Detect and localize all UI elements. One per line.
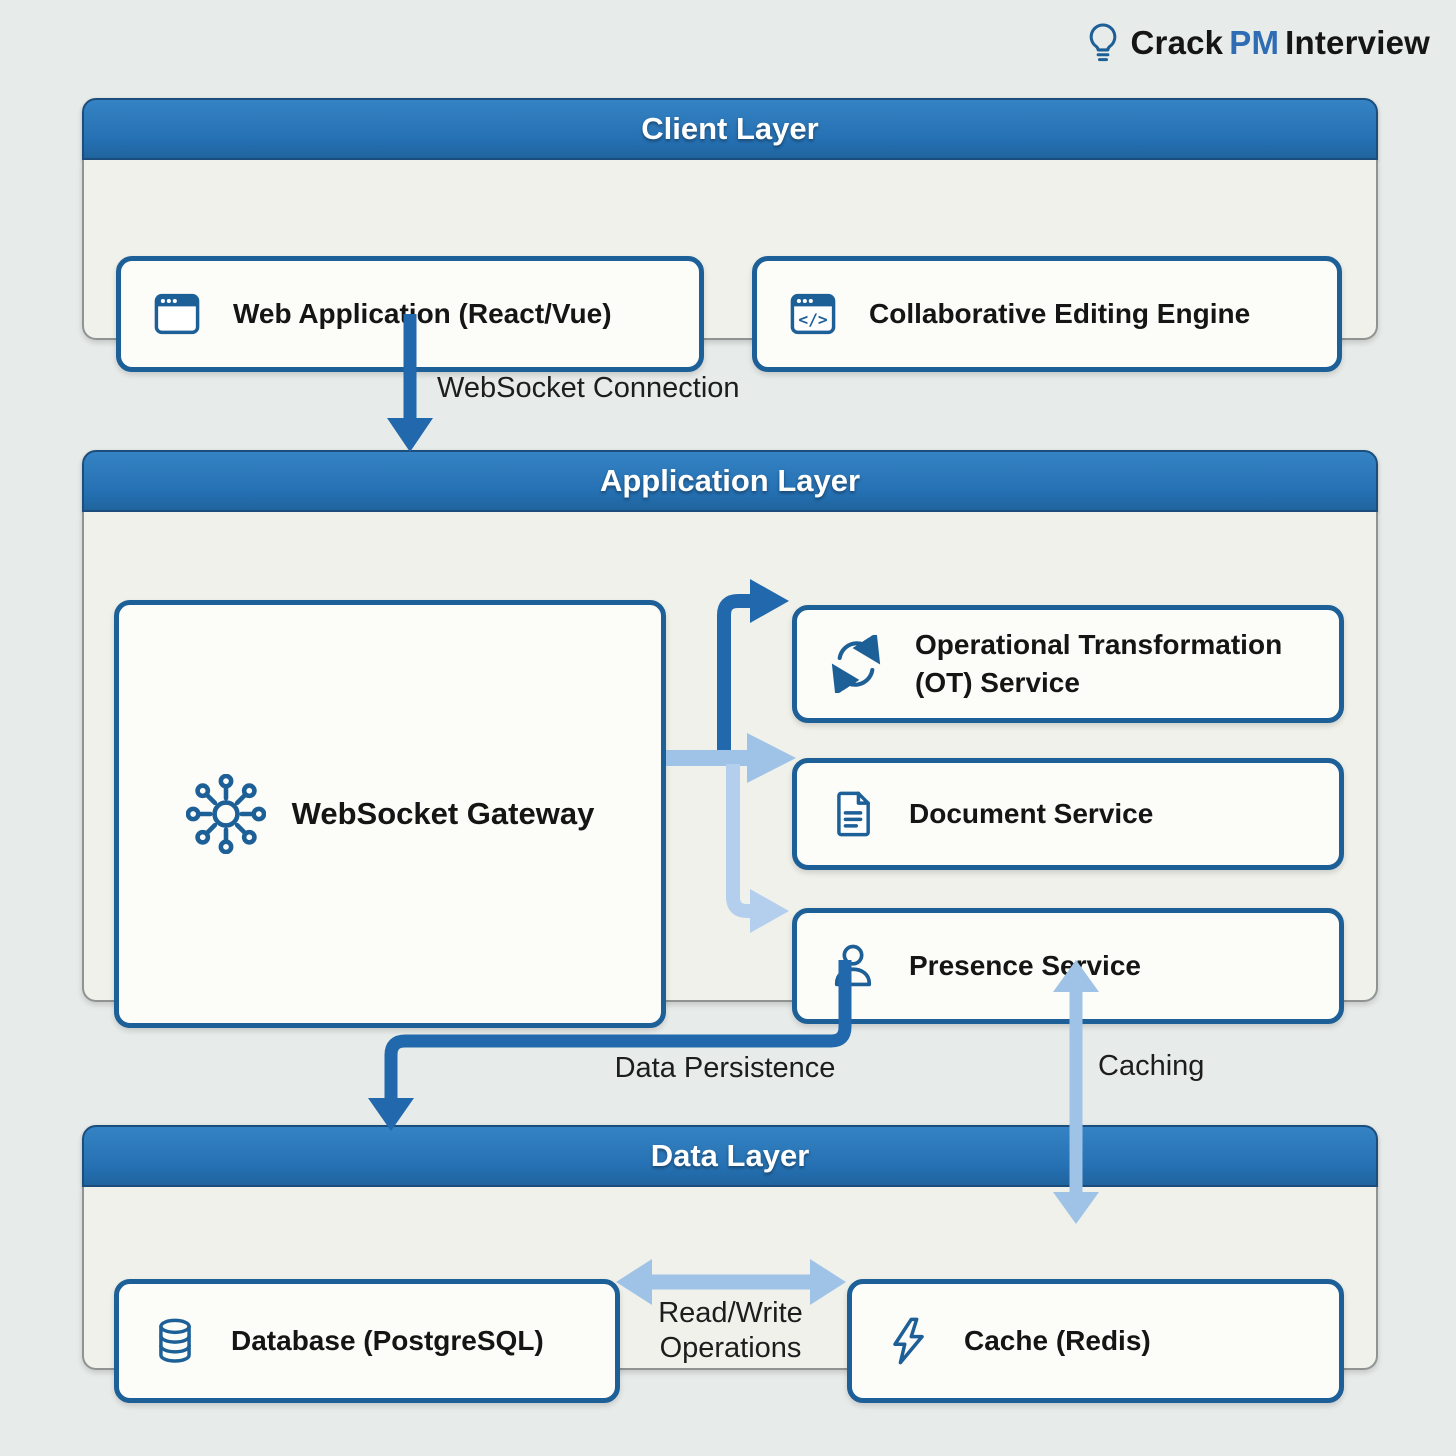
svg-text:</>: </> (798, 310, 828, 329)
browser-window-icon (151, 288, 203, 340)
caching-label: Caching (1098, 1050, 1205, 1082)
data-layer-title: Data Layer (650, 1138, 810, 1173)
websocket-gateway-label: WebSocket Gateway (291, 796, 595, 832)
client-layer-title: Client Layer (641, 111, 819, 146)
document-service-label: Document Service (909, 798, 1154, 830)
brand-text-interview: Interview (1285, 24, 1430, 61)
presence-service-node[interactable]: Presence Service (792, 908, 1344, 1024)
lightning-icon (882, 1315, 934, 1367)
sync-arrows-icon (827, 635, 885, 693)
client-layer-body: Web Application (React/Vue) </> Collabor… (82, 160, 1378, 372)
readwrite-operations-label: Read/Write Operations (658, 1297, 803, 1364)
client-layer-header: Client Layer (82, 98, 1378, 160)
application-layer: Application Layer WebSocket Gateway (82, 450, 1378, 1028)
application-layer-title: Application Layer (599, 463, 861, 498)
database-label: Database (PostgreSQL) (231, 1325, 544, 1357)
hub-network-icon (185, 774, 266, 854)
user-icon (827, 940, 879, 992)
websocket-gateway-node[interactable]: WebSocket Gateway (114, 600, 666, 1028)
data-persistence-label: Data Persistence (614, 1052, 836, 1084)
brand-logo: Crack PM Interview (1085, 22, 1431, 64)
database-node[interactable]: Database (PostgreSQL) (114, 1279, 620, 1403)
application-layer-header: Application Layer (82, 450, 1378, 512)
data-layer-body: Database (PostgreSQL) Cache (Redis) (82, 1187, 1378, 1403)
document-service-node[interactable]: Document Service (792, 758, 1344, 870)
database-icon (149, 1315, 201, 1367)
ot-service-label: Operational Transformation (OT) Service (915, 629, 1283, 698)
lightbulb-icon (1085, 22, 1121, 64)
web-application-node[interactable]: Web Application (React/Vue) (116, 256, 704, 372)
presence-service-label: Presence Service (909, 950, 1141, 982)
cache-label: Cache (Redis) (964, 1325, 1151, 1357)
data-layer-header: Data Layer (82, 1125, 1378, 1187)
web-application-label: Web Application (React/Vue) (233, 298, 612, 330)
brand-text-pm: PM (1229, 24, 1280, 61)
data-layer: Data Layer Database (PostgreSQL) Cache (… (82, 1125, 1378, 1403)
cache-node[interactable]: Cache (Redis) (847, 1279, 1344, 1403)
client-layer: Client Layer Web Application (React/Vue) (82, 98, 1378, 372)
collaborative-editing-label: Collaborative Editing Engine (869, 298, 1251, 330)
application-layer-body: WebSocket Gateway Operational Transforma… (82, 512, 1378, 1028)
collaborative-editing-node[interactable]: </> Collaborative Editing Engine (752, 256, 1342, 372)
document-icon (827, 788, 879, 840)
websocket-connection-label: WebSocket Connection (437, 372, 740, 404)
websocket-connection-arrowhead (387, 418, 433, 452)
code-window-icon: </> (787, 288, 839, 340)
ot-service-node[interactable]: Operational Transformation (OT) Service (792, 605, 1344, 723)
brand-text-crack: Crack (1130, 24, 1224, 61)
